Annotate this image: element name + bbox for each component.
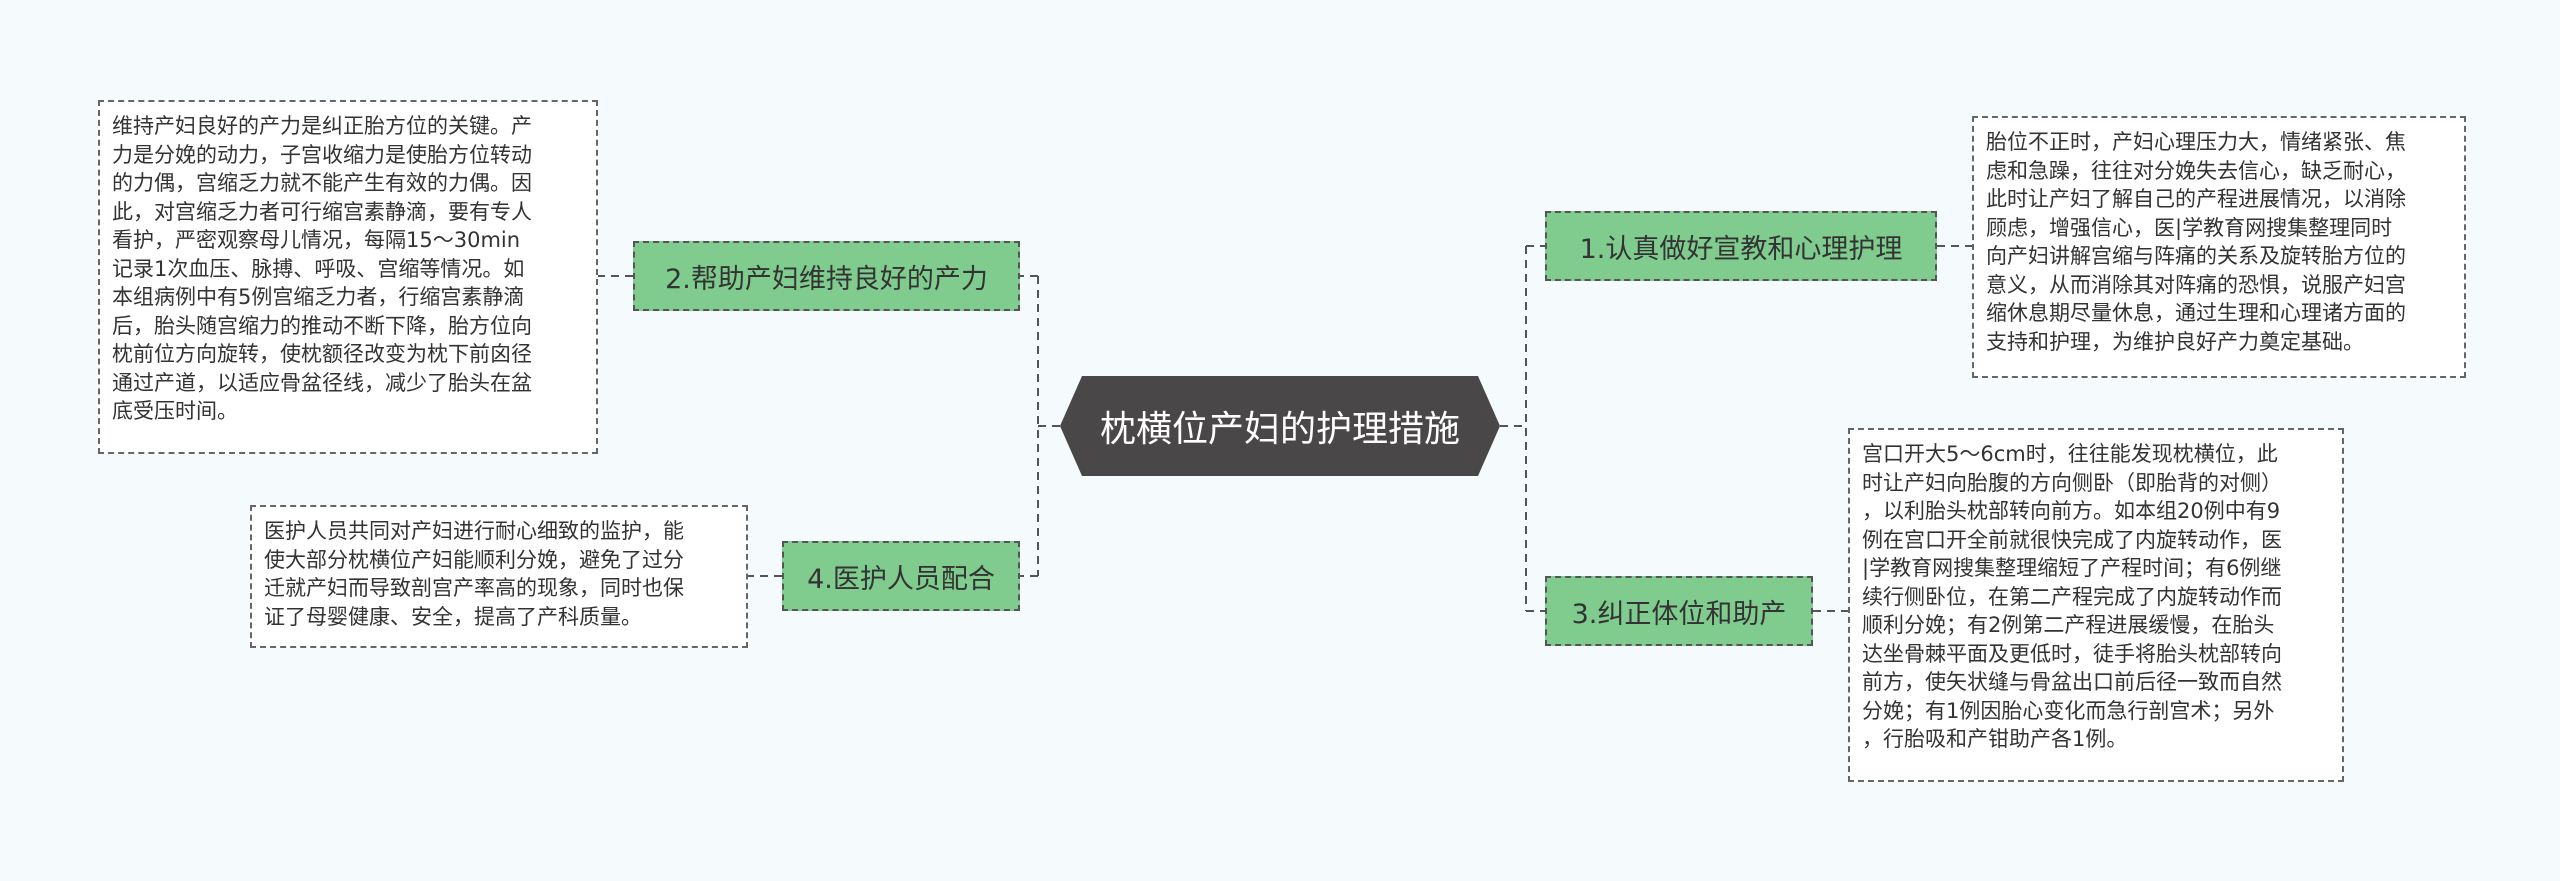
branch-2-label: 2.帮助产妇维持良好的产力	[665, 263, 988, 295]
branch-2-detail: 维持产妇良好的产力是纠正胎方位的关键。产 力是分娩的动力，子宫收缩力是使胎方位转…	[98, 100, 598, 454]
central-topic-label: 枕横位产妇的护理措施	[1099, 409, 1460, 450]
branch-4-detail: 医护人员共同对产妇进行耐心细致的监护，能 使大部分枕横位产妇能顺利分娩，避免了过…	[250, 505, 748, 648]
branch-1-node[interactable]: 1.认真做好宣教和心理护理	[1545, 211, 1937, 281]
branch-3-node[interactable]: 3.纠正体位和助产	[1545, 576, 1813, 646]
branch-3-detail: 宫口开大5～6cm时，往往能发现枕横位，此 时让产妇向胎腹的方向侧卧（即胎背的对…	[1848, 428, 2344, 782]
branch-4-label: 4.医护人员配合	[807, 563, 995, 595]
branch-3-label: 3.纠正体位和助产	[1571, 598, 1787, 630]
branch-1-label: 1.认真做好宣教和心理护理	[1579, 233, 1903, 265]
branch-2-node[interactable]: 2.帮助产妇维持良好的产力	[633, 241, 1020, 311]
branch-4-node[interactable]: 4.医护人员配合	[782, 541, 1020, 611]
branch-1-detail: 胎位不正时，产妇心理压力大，情绪紧张、焦 虑和急躁，往往对分娩失去信心，缺乏耐心…	[1972, 116, 2466, 378]
central-topic[interactable]: 枕横位产妇的护理措施	[1060, 376, 1500, 476]
